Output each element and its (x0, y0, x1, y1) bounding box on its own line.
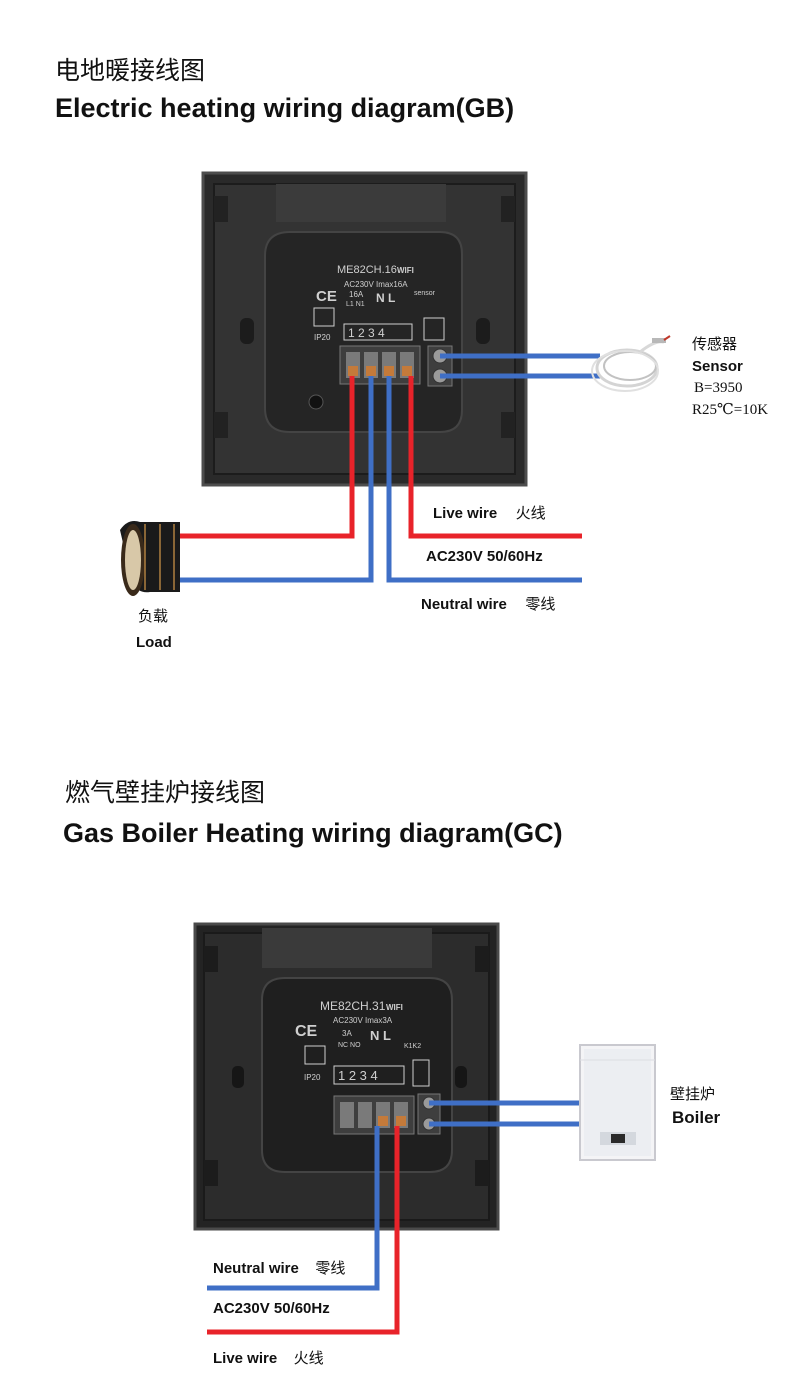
floor-heating-film-icon (120, 521, 180, 596)
gb-sensor-spec-r: R25℃=10K (692, 402, 769, 418)
gb-supply-label: AC230V 50/60Hz (426, 548, 543, 565)
svg-text:CE: CE (316, 288, 337, 305)
gb-wiring-diagram: ME82CH.16 WIFI AC230V Imax16A CE 16A L1 … (120, 171, 671, 596)
gb-live-label: Live wire 火线 (433, 502, 546, 523)
svg-text:16A: 16A (349, 290, 364, 299)
svg-text:AC230V Imax3A: AC230V Imax3A (333, 1016, 393, 1025)
svg-text:IP20: IP20 (304, 1073, 321, 1082)
gb-supply-neutral-wire (386, 376, 582, 583)
gb-neutral-label-en: Neutral wire (421, 596, 507, 613)
gc-live-label-cn: 火线 (293, 1349, 324, 1367)
gb-sensor-label-en: Sensor (692, 358, 743, 375)
svg-text:NC NO: NC NO (338, 1042, 361, 1049)
gb-neutral-label-cn: 零线 (525, 595, 556, 613)
gb-load-neutral-wire (180, 376, 374, 583)
gb-thermostat-backplate: ME82CH.16 WIFI AC230V Imax16A CE 16A L1 … (201, 171, 528, 487)
gb-load-label-cn: 负载 (138, 607, 169, 625)
gc-live-label: Live wire 火线 (213, 1347, 324, 1368)
gc-title-en: Gas Boiler Heating wiring diagram(GC) (63, 818, 563, 848)
gb-load-live-wire (180, 376, 355, 539)
gb-live-label-cn: 火线 (515, 504, 546, 522)
svg-text:CE: CE (295, 1023, 318, 1040)
gb-supply-live-wire (408, 376, 582, 539)
gc-thermostat-backplate: ME82CH.31 WIFI AC230V Imax3A CE 3A NC NO… (193, 922, 500, 1231)
gb-neutral-label: Neutral wire 零线 (421, 593, 555, 614)
gb-title-cn: 电地暖接线图 (55, 56, 206, 85)
gc-live-label-en: Live wire (213, 1350, 278, 1367)
gb-title-en: Electric heating wiring diagram(GB) (55, 93, 515, 123)
gc-supply-label: AC230V 50/60Hz (213, 1300, 330, 1317)
gc-boiler-label-cn: 壁挂炉 (670, 1085, 716, 1103)
svg-text:IP20: IP20 (314, 333, 331, 342)
gc-neutral-label: Neutral wire 零线 (213, 1257, 345, 1278)
svg-text:AC230V Imax16A: AC230V Imax16A (344, 280, 408, 289)
sensor-cable-icon (591, 335, 671, 392)
gc-title-cn: 燃气壁挂炉接线图 (65, 778, 266, 807)
gb-sensor-spec-b: B=3950 (694, 380, 743, 396)
svg-text:K1K2: K1K2 (404, 1043, 421, 1050)
gb-sensor-label-cn: 传感器 (692, 335, 738, 353)
svg-text:3A: 3A (342, 1029, 352, 1038)
gc-neutral-label-cn: 零线 (315, 1259, 346, 1277)
gc-model-text: ME82CH.31 (320, 999, 386, 1013)
svg-text:1 2 3 4: 1 2 3 4 (348, 326, 385, 340)
gb-live-label-en: Live wire (433, 505, 498, 522)
gc-boiler-label-en: Boiler (672, 1108, 721, 1127)
svg-text:N L: N L (370, 1028, 391, 1043)
svg-text:1 2 3 4: 1 2 3 4 (338, 1068, 378, 1083)
svg-text:L1 N1: L1 N1 (346, 301, 365, 308)
svg-text:WIFI: WIFI (386, 1003, 403, 1012)
gc-neutral-label-en: Neutral wire (213, 1260, 299, 1277)
wall-boiler-icon (579, 1044, 656, 1161)
gb-load-label-en: Load (136, 634, 172, 651)
svg-text:N L: N L (376, 291, 395, 305)
gb-model-text: ME82CH.16 (337, 264, 397, 276)
svg-text:WIFI: WIFI (397, 266, 414, 275)
svg-text:sensor: sensor (414, 290, 436, 297)
